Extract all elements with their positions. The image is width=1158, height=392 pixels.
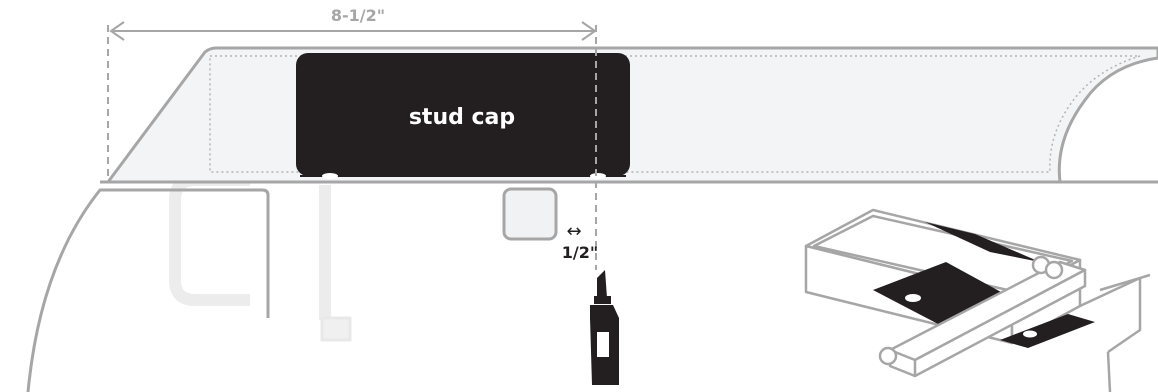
marker-icon xyxy=(590,270,619,385)
arrowhead-left xyxy=(109,21,125,41)
dimension-half-inch: ↔ 1/2" xyxy=(562,221,598,262)
stud-cap-label: stud cap xyxy=(409,105,515,130)
stud-cap-block: stud cap xyxy=(296,53,630,179)
isometric-stud-cap-detail xyxy=(804,208,1151,392)
dimension-label-overall: 8-1/2" xyxy=(331,6,385,25)
stud-end-square xyxy=(502,187,558,241)
wall-arc-outline xyxy=(26,188,270,392)
offset-arrow: ↔ xyxy=(566,221,581,242)
dimension-label-offset: 1/2" xyxy=(562,243,598,262)
